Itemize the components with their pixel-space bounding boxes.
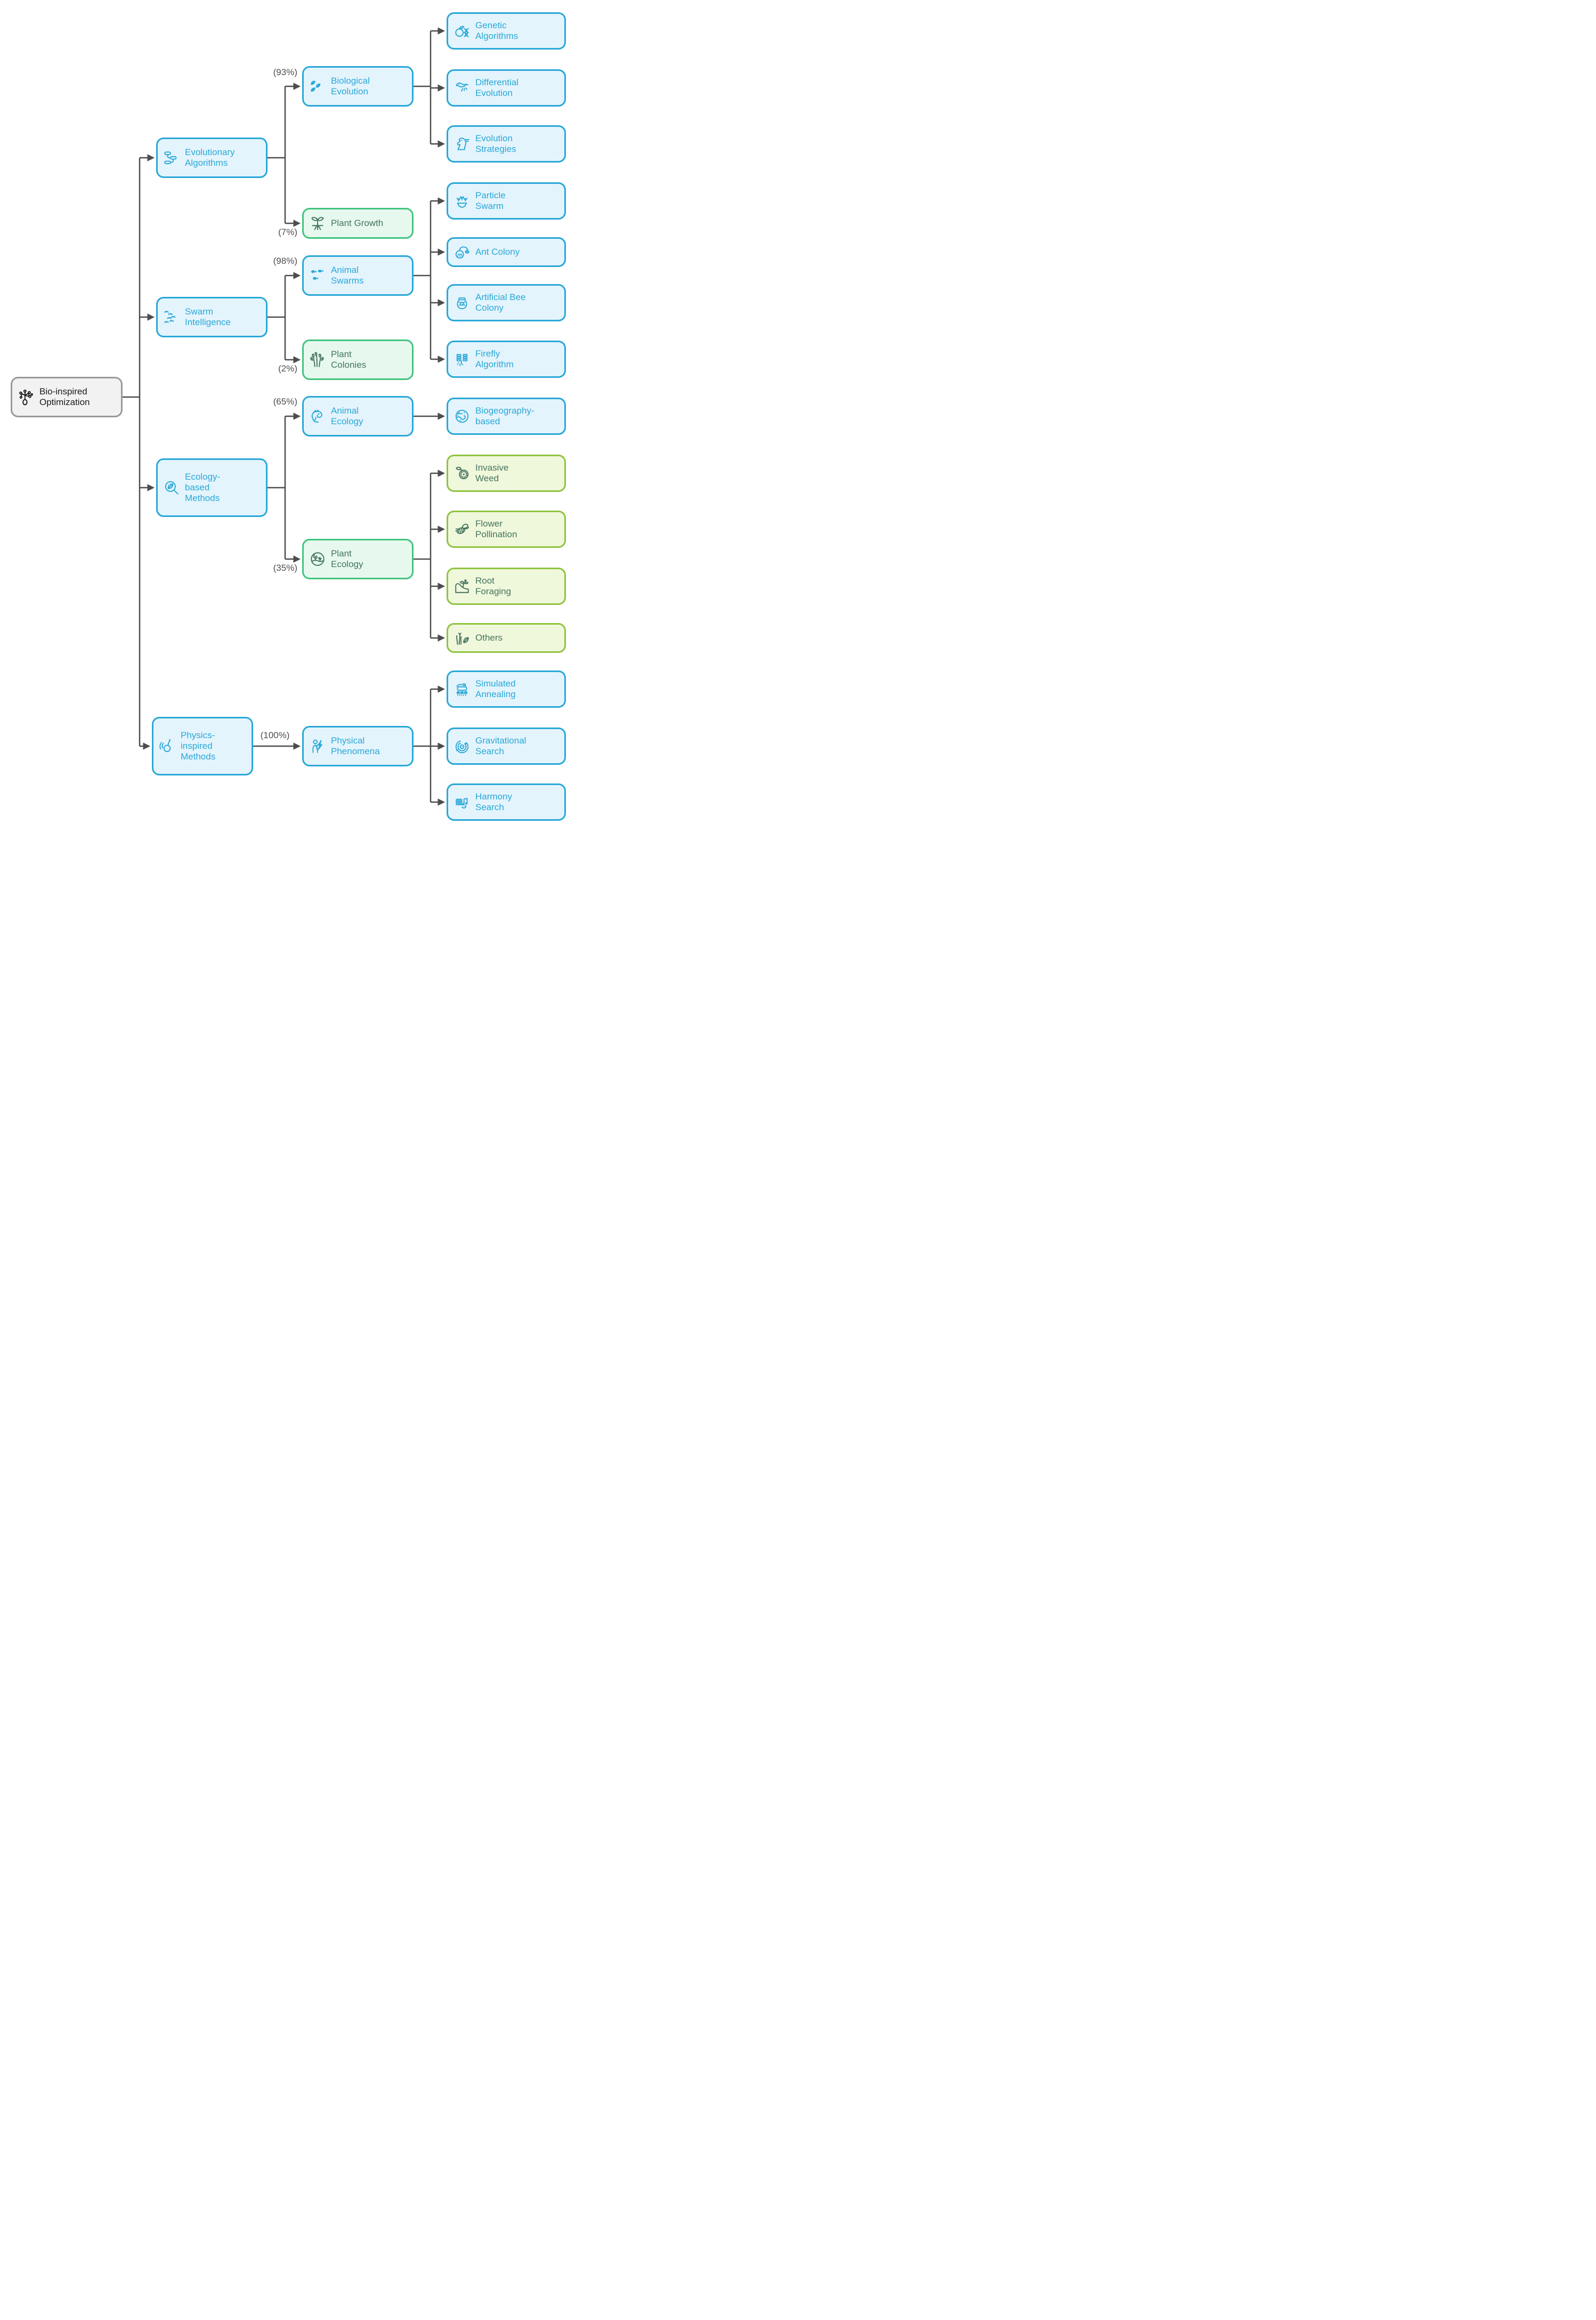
node-harmony-search: Harmony Search <box>447 783 566 821</box>
chess-knight-icon <box>453 135 471 152</box>
edge-label-plant-colonies: (2%) <box>278 363 297 374</box>
node-root-foraging: Root Foraging <box>447 568 566 605</box>
node-artificial-bee-colony: Artificial Bee Colony <box>447 284 566 321</box>
node-animal-ecology: Animal Ecology <box>302 396 414 436</box>
node-label: Root Foraging <box>475 575 512 596</box>
node-others: Others <box>447 623 566 653</box>
node-swarm-intelligence: Swarm Intelligence <box>156 297 268 337</box>
edge-label-plant-ecology: (35%) <box>273 563 297 573</box>
sprout-roots-icon <box>309 215 326 232</box>
bird-icon <box>453 79 471 96</box>
node-evolution-strategies: Evolution Strategies <box>447 125 566 163</box>
node-label: Evolution Strategies <box>475 133 516 154</box>
node-biogeography-based: Biogeography-based <box>447 398 566 435</box>
node-label: Swarm Intelligence <box>185 306 231 327</box>
node-label: Firefly Algorithm <box>475 348 514 369</box>
node-label: Bio-inspired Optimization <box>39 386 90 407</box>
node-label: Flower Pollination <box>475 518 517 539</box>
node-label: Evolutionary Algorithms <box>185 147 235 168</box>
node-label: Ecology-based Methods <box>185 471 221 504</box>
root-hill-icon <box>453 578 471 595</box>
node-label: Biogeography-based <box>475 405 534 426</box>
orbit-icon <box>453 738 471 755</box>
scientist-lightning-icon <box>309 738 326 755</box>
node-plant-ecology: Plant Ecology <box>302 539 414 579</box>
node-plant-growth: Plant Growth <box>302 208 414 239</box>
weed-seed-icon <box>453 465 471 482</box>
node-label: Plant Colonies <box>331 349 367 370</box>
grass-leaf-icon <box>453 629 471 646</box>
node-differential-evolution: Differential Evolution <box>447 69 566 107</box>
bird-flock-icon <box>163 309 180 326</box>
node-animal-swarms: Animal Swarms <box>302 255 414 296</box>
bee-icon <box>453 521 471 538</box>
firefly-icon <box>453 351 471 368</box>
node-label: Ant Colony <box>475 246 520 257</box>
node-flower-pollination: Flower Pollination <box>447 511 566 548</box>
edge-label-animal-ecology: (65%) <box>273 397 297 407</box>
edge-label-biological-evolution: (93%) <box>273 67 297 77</box>
node-label: Biological Evolution <box>331 75 370 96</box>
node-biological-evolution: Biological Evolution <box>302 66 414 107</box>
music-grid-icon <box>453 794 471 811</box>
node-invasive-weed: Invasive Weed <box>447 455 566 492</box>
node-label: Simulated Annealing <box>475 678 516 699</box>
node-bio-inspired-optimization: Bio-inspired Optimization <box>11 377 123 417</box>
node-label: Others <box>475 632 503 643</box>
node-gravitational-search: Gravitational Search <box>447 727 566 765</box>
edge-label-animal-swarms: (98%) <box>273 256 297 266</box>
diagram-canvas: Bio-inspired Optimization Evolutionary A… <box>0 0 570 829</box>
node-label: Physics-inspired Methods <box>181 730 216 762</box>
node-label: Harmony Search <box>475 791 512 812</box>
node-ecology-based-methods: Ecology-based Methods <box>156 458 268 517</box>
node-label: Genetic Algorithms <box>475 20 519 41</box>
furnace-icon <box>453 681 471 698</box>
flowchart-icon <box>163 149 180 166</box>
node-particle-swarm: Particle Swarm <box>447 182 566 220</box>
globe-icon <box>453 408 471 425</box>
node-label: Plant Growth <box>331 217 384 228</box>
node-label: Differential Evolution <box>475 77 519 98</box>
node-plant-colonies: Plant Colonies <box>302 339 414 380</box>
seed-bowl-icon <box>453 192 471 209</box>
pendulum-icon <box>159 738 176 755</box>
node-label: Physical Phenomena <box>331 735 380 756</box>
node-label: Invasive Weed <box>475 462 509 483</box>
sprout-cluster-icon <box>309 351 326 368</box>
ant-tunnel-icon <box>453 244 471 261</box>
edge-label-plant-growth: (7%) <box>278 227 297 237</box>
branching-tree-icon <box>18 389 35 406</box>
node-ant-colony: Ant Colony <box>447 237 566 267</box>
fish-school-icon <box>309 267 326 284</box>
edge-label-physical-phenomena: (100%) <box>260 730 290 740</box>
node-label: Artificial Bee Colony <box>475 292 526 313</box>
node-firefly-algorithm: Firefly Algorithm <box>447 341 566 378</box>
apple-dna-icon <box>453 22 471 39</box>
connector-lines <box>123 27 445 806</box>
leaf-magnifier-icon <box>163 479 180 496</box>
node-label: Plant Ecology <box>331 548 363 569</box>
node-evolutionary-algorithms: Evolutionary Algorithms <box>156 138 268 178</box>
honey-pot-icon <box>453 294 471 311</box>
node-physical-phenomena: Physical Phenomena <box>302 726 414 766</box>
node-genetic-algorithms: Genetic Algorithms <box>447 12 566 50</box>
node-label: Gravitational Search <box>475 735 526 756</box>
node-label: Animal Ecology <box>331 405 363 426</box>
node-physics-inspired-methods: Physics-inspired Methods <box>152 717 253 775</box>
node-simulated-annealing: Simulated Annealing <box>447 670 566 708</box>
chameleon-icon <box>309 408 326 425</box>
node-label: Particle Swarm <box>475 190 506 211</box>
leaves-icon <box>309 78 326 95</box>
landscape-plants-icon <box>309 551 326 568</box>
node-label: Animal Swarms <box>331 264 364 286</box>
